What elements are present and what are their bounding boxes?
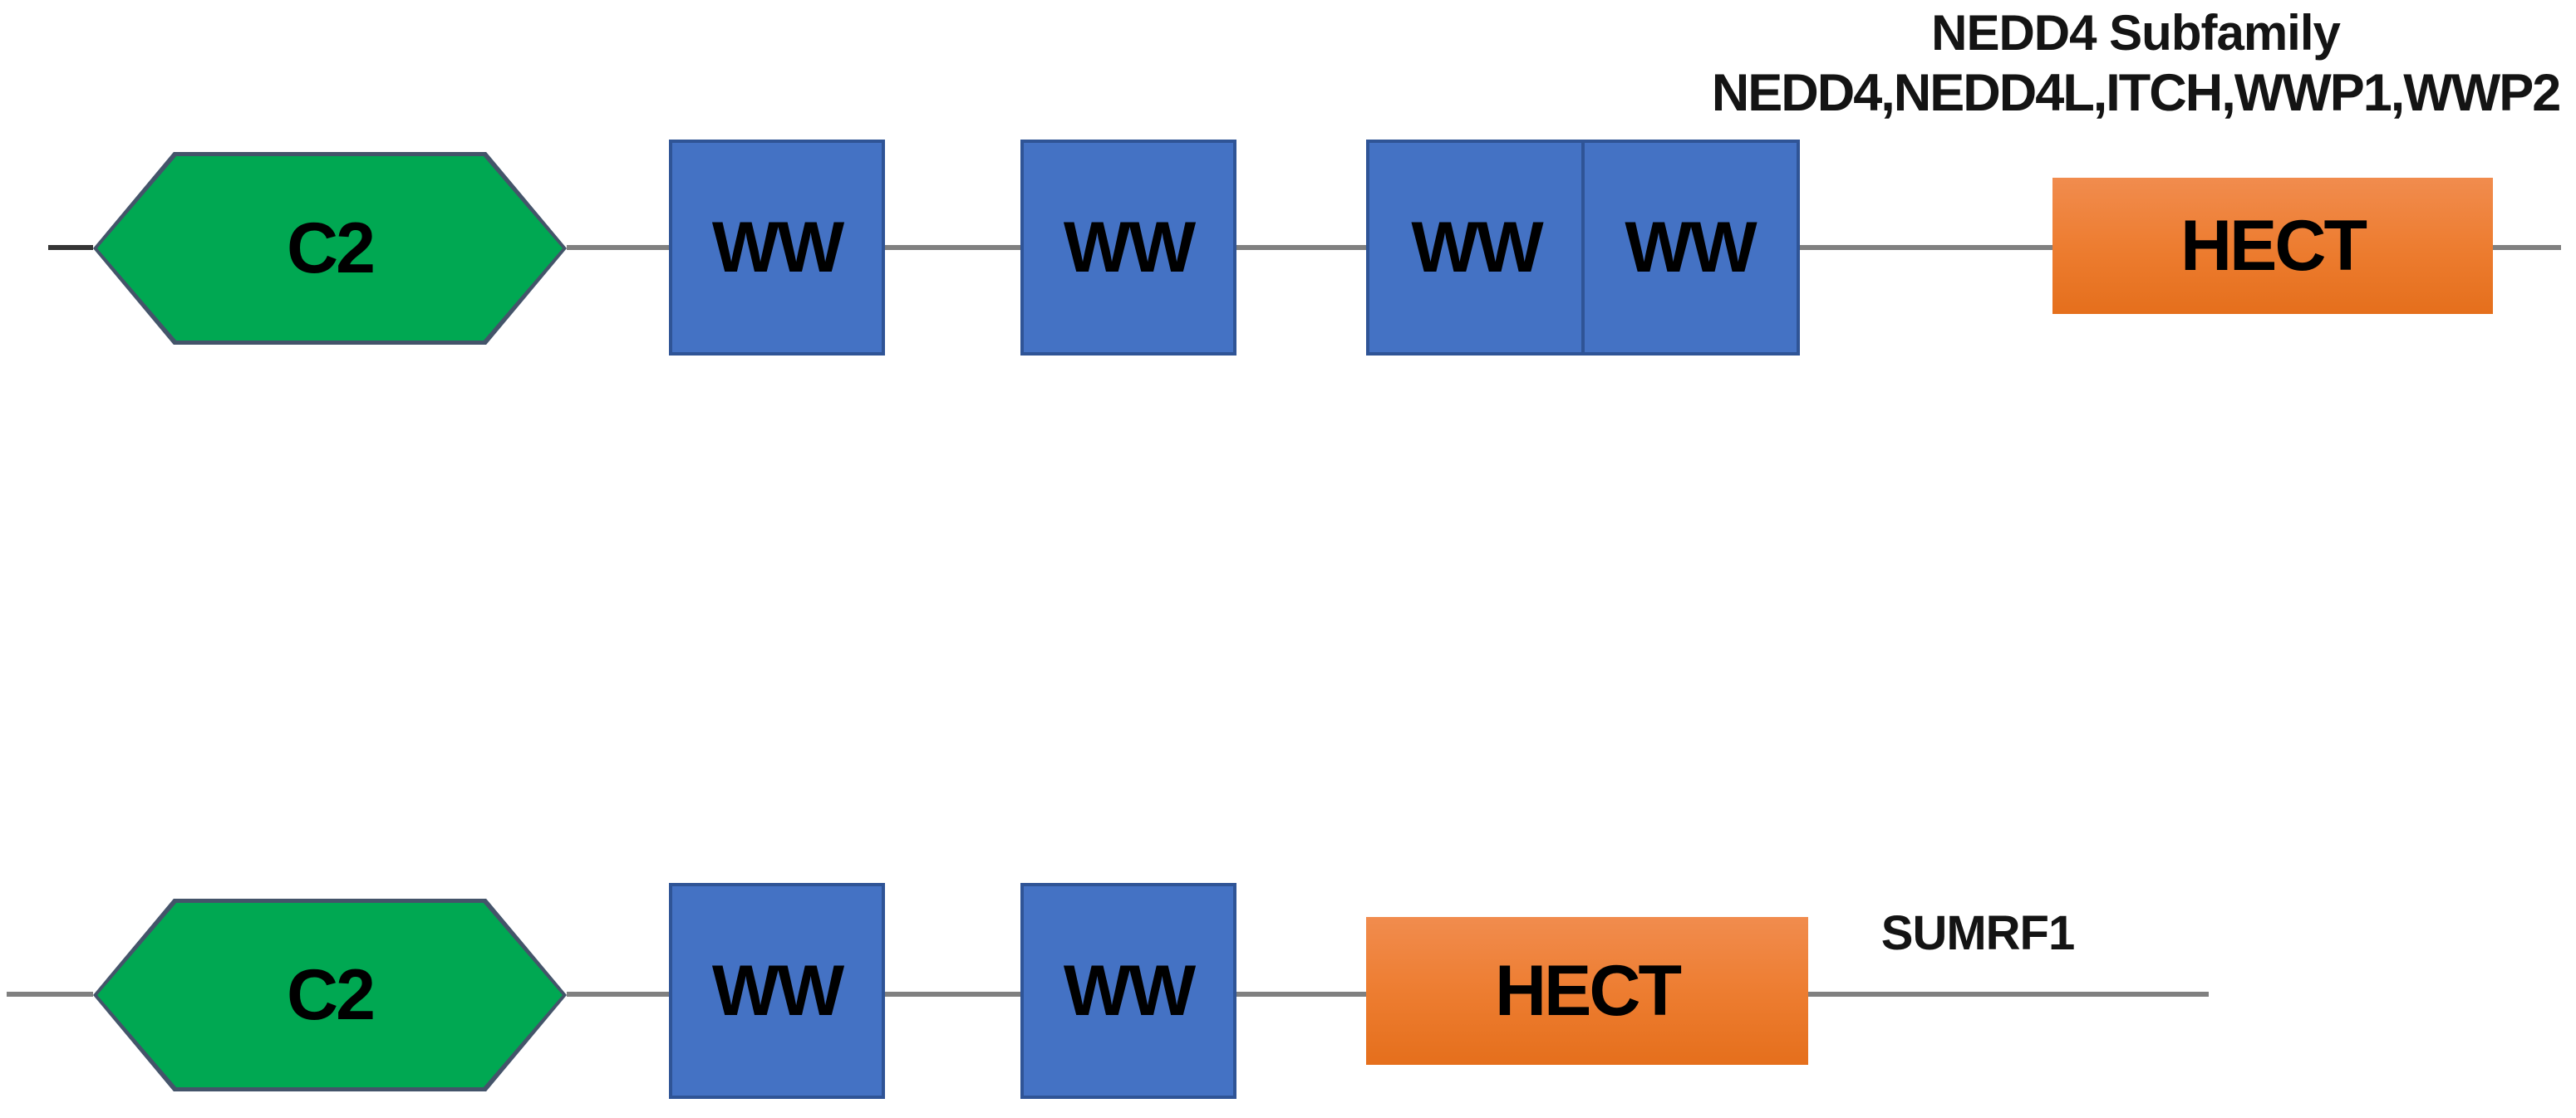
backbone-line <box>885 992 1020 997</box>
ww-domain-label: WW <box>1625 208 1757 287</box>
backbone-line <box>1808 992 2209 997</box>
group-members: NEDD4,NEDD4L,ITCH,WWP1,WWP2 <box>1711 64 2562 122</box>
backbone-line <box>7 992 93 997</box>
backbone-line <box>1800 245 2052 250</box>
backbone-line <box>1236 992 1366 997</box>
hect-domain-label: HECT <box>1494 951 1682 1031</box>
backbone-line <box>48 245 93 250</box>
group-title: NEDD4 Subfamily <box>1931 5 2341 61</box>
backbone-line <box>567 992 669 997</box>
sumrf1-annotation: SUMRF1 <box>1880 906 2075 960</box>
ww-pair-divider <box>1581 143 1585 352</box>
backbone-line <box>2493 245 2561 250</box>
ww-domain-box: WW <box>669 140 885 356</box>
ww-domain-box: WW <box>1020 140 1236 356</box>
ww-domain-label: WW <box>711 208 844 287</box>
ww-domain-label: WW <box>711 951 844 1031</box>
ww-domain-label: WW <box>1063 208 1196 287</box>
backbone-line <box>567 245 669 250</box>
c2-domain-label: C2 <box>287 955 376 1035</box>
ww-domain-label: WW <box>1063 951 1196 1031</box>
backbone-line <box>1236 245 1366 250</box>
nedd4-subfamily-annotation: NEDD4 Subfamily NEDD4,NEDD4L,ITCH,WWP1,W… <box>1695 3 2576 123</box>
ww-domain-box: WW <box>1369 143 1583 352</box>
ww-domain-pair: WW WW <box>1366 140 1800 356</box>
ww-domain-box: WW <box>669 883 885 1099</box>
c2-domain-hexagon: C2 <box>93 899 567 1091</box>
c2-domain-label: C2 <box>287 208 376 288</box>
c2-domain-fill <box>97 156 563 341</box>
ww-domain-box: WW <box>1583 143 1797 352</box>
ww-domain-box: WW <box>1020 883 1236 1099</box>
c2-domain-fill <box>97 903 563 1087</box>
backbone-line <box>885 245 1020 250</box>
hect-domain-label: HECT <box>2180 206 2367 286</box>
c2-domain-hexagon: C2 <box>93 152 567 345</box>
hect-domain-box: HECT <box>2052 178 2493 314</box>
ww-domain-label: WW <box>1411 208 1543 287</box>
hect-domain-box: HECT <box>1366 917 1808 1065</box>
